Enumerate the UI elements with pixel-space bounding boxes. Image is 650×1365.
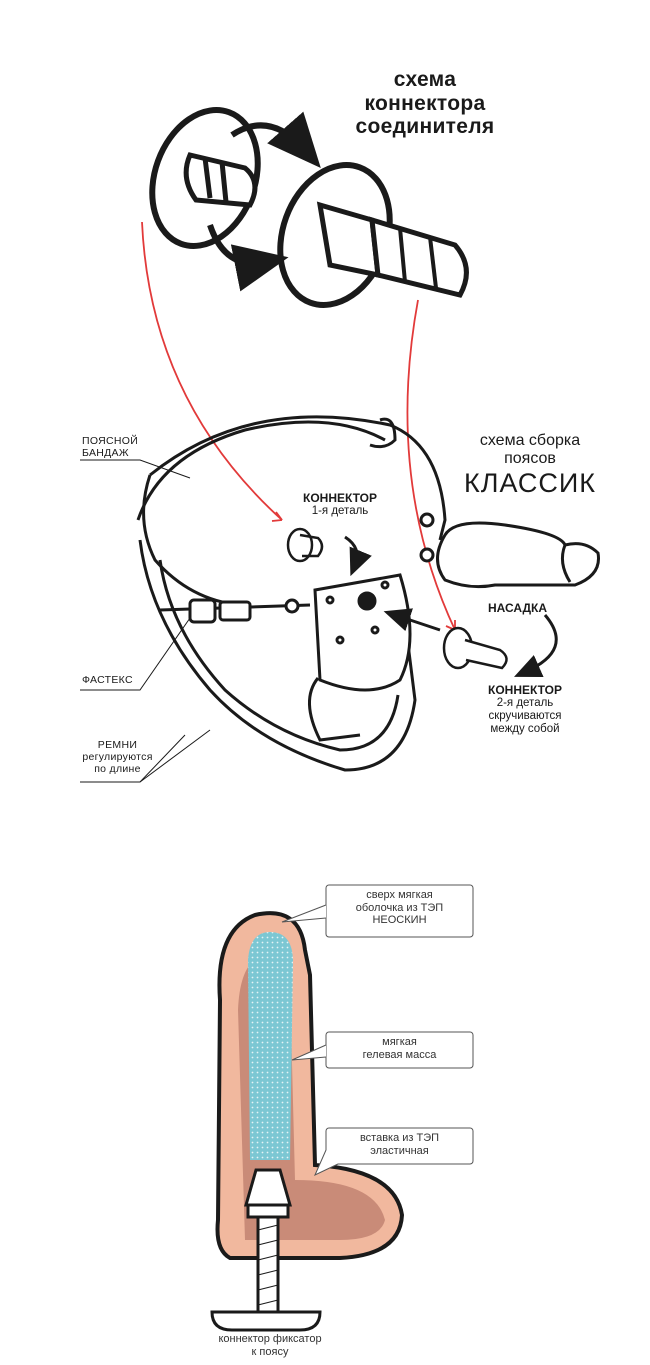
label-connector-2-sub: между собой (490, 723, 560, 736)
red-arrow-right (406, 299, 456, 631)
callout-line: оболочка из ТЭП (355, 901, 444, 914)
label-line: по длине (94, 762, 141, 775)
callout-insert: вставка из ТЭП эластичная (326, 1132, 473, 1157)
label-line: БАНДАЖ (82, 446, 129, 459)
attachment-nozzle (436, 521, 601, 589)
callout-shell: сверх мягкая оболочка из ТЭП НЕОСКИН (326, 889, 473, 927)
harness-connector-1 (286, 527, 324, 563)
callout-boxes (281, 884, 474, 1177)
fastex-buckle-right (218, 600, 252, 622)
strap-outer (138, 539, 417, 772)
label-connector-1-sub: 1-я деталь (311, 505, 369, 518)
strap-inner (158, 559, 400, 752)
callout-line: коннектор фиксатор (218, 1333, 322, 1345)
connector-schema-title-line: коннектора (364, 91, 486, 115)
label-connector-1: КОННЕКТОР 1-я деталь (290, 491, 390, 518)
harness (136, 415, 447, 772)
callout-line: сверх мягкая (366, 889, 433, 901)
red-guide-lines (141, 221, 456, 631)
connector-plate (313, 573, 412, 692)
callout-line: вставка из ТЭП (359, 1132, 440, 1144)
label-line: РЕМНИ (97, 739, 138, 751)
connector-schema-title-line: соединителя (355, 115, 495, 139)
label-fastex: ФАСТЕКС (82, 674, 133, 686)
fastex-buckle-left (188, 598, 217, 624)
label-line: регулируются (82, 750, 153, 763)
connector-schema-title: схема коннектора соединителя (330, 68, 520, 139)
cross-section (210, 911, 405, 1332)
callout-line: мягкая (382, 1036, 417, 1048)
rotation-arrows (207, 111, 321, 292)
assembly-title-line: поясов (504, 449, 556, 467)
callout-connector: коннектор фиксатор к поясу (185, 1333, 355, 1358)
label-connector-2-title: КОННЕКТОР (488, 683, 562, 697)
callout-line: НЕОСКИН (372, 914, 427, 927)
callout-line: гелевая масса (362, 1048, 437, 1061)
connector-part-1 (149, 107, 261, 249)
assembly-title-line: схема сборка (479, 432, 581, 449)
red-arrow-left (141, 221, 283, 521)
label-line: ПОЯСНОЙ (82, 435, 139, 447)
waistband-top (149, 415, 447, 541)
callout-gel: мягкая гелевая масса (326, 1036, 473, 1061)
label-connector-1-title: КОННЕКТОР (303, 491, 377, 505)
red-arrowhead-left (271, 511, 283, 522)
connector-part-2 (277, 162, 469, 308)
callout-line: к поясу (251, 1345, 289, 1358)
connector-schema-title-line: схема (393, 68, 457, 91)
assembly-title-classic: КЛАССИК (464, 467, 596, 498)
label-attachment: НАСАДКА (488, 601, 548, 615)
label-straps: РЕМНИ регулируются по длине (80, 739, 155, 775)
callout-line: эластичная (370, 1144, 429, 1157)
label-connector-2-sub: скручиваются (488, 710, 562, 723)
leader-lines (80, 459, 211, 783)
label-belt-bandage: ПОЯСНОЙ БАНДАЖ (82, 435, 139, 460)
label-connector-2-sub: 2-я деталь (496, 697, 554, 710)
plate-hole (357, 591, 377, 611)
label-connector-2: КОННЕКТОР 2-я деталь скручиваются между … (470, 683, 580, 736)
attachment-arrow (514, 614, 558, 677)
harness-connector-2 (442, 626, 508, 670)
callout-box-insert (325, 1127, 474, 1165)
assembly-title: схема сборка поясов КЛАССИК (455, 432, 605, 498)
